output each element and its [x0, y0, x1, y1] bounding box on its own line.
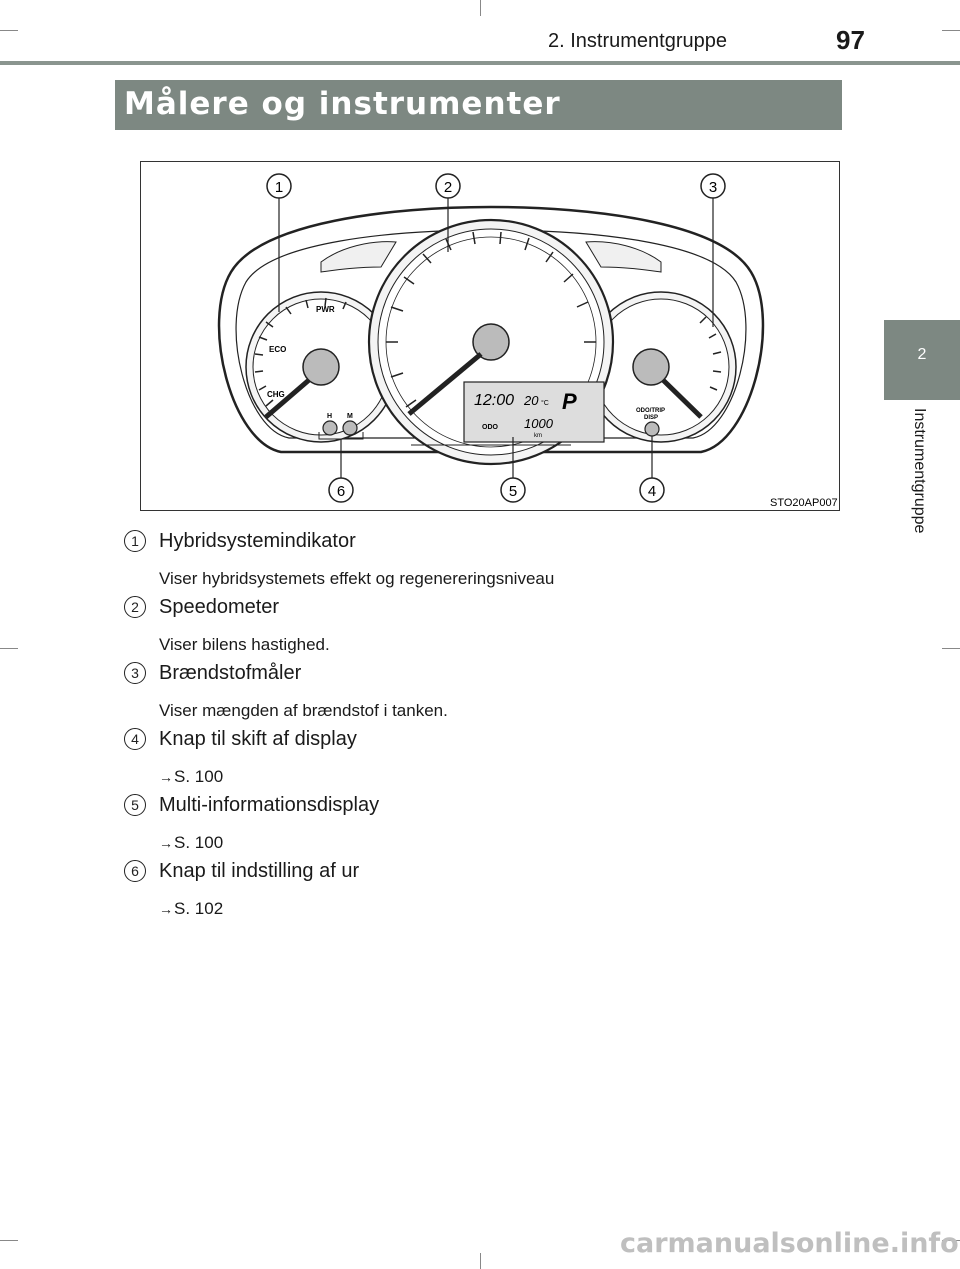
list-item: 5 Multi-informationsdisplay →S. 100 [124, 794, 844, 860]
figure-code: STO20AP007 [770, 497, 838, 509]
item-description: Viser hybridsystemets effekt og regenere… [159, 569, 555, 588]
section-banner: Målere og instrumenter [115, 80, 842, 130]
instrument-cluster-illustration: PWR ECO CHG H M ODO/TRIP DISP [217, 173, 838, 509]
item-title: Hybridsystemindikator [159, 530, 356, 552]
page-reference-text: S. 100 [174, 767, 224, 786]
chg-label: CHG [267, 390, 285, 399]
display-odo-value: 1000 [524, 416, 554, 431]
m-button[interactable] [342, 420, 358, 436]
display-temp: 20 [523, 393, 539, 408]
display-gear: P [562, 389, 577, 414]
callout-6: 6 [337, 483, 345, 500]
callout-3: 3 [709, 179, 717, 196]
item-list: 1 Hybridsystemindikator Viser hybridsyst… [124, 530, 844, 926]
chapter-tab[interactable]: 2 [884, 320, 960, 400]
page-reference[interactable]: →S. 100 [159, 767, 223, 787]
item-number-badge: 4 [124, 728, 146, 750]
h-button[interactable] [322, 420, 338, 436]
list-item: 6 Knap til indstilling af ur →S. 102 [124, 860, 844, 926]
callout-2: 2 [444, 179, 452, 196]
item-description: Viser mængden af brændstof i tanken. [159, 701, 448, 720]
item-number-badge: 1 [124, 530, 146, 552]
instrument-cluster-figure: PWR ECO CHG H M ODO/TRIP DISP [140, 161, 840, 511]
m-label: M [347, 413, 353, 420]
watermark: carmanualsonline.info [620, 1228, 959, 1259]
crop-mark [0, 30, 18, 31]
list-item: 1 Hybridsystemindikator Viser hybridsyst… [124, 530, 844, 596]
crop-mark [942, 1240, 960, 1241]
item-title: Brændstofmåler [159, 662, 302, 684]
eco-label: ECO [269, 345, 286, 354]
crop-mark [480, 1253, 481, 1269]
crop-mark [942, 648, 960, 649]
item-description: Viser bilens hastighed. [159, 635, 330, 654]
crop-mark [942, 30, 960, 31]
item-title: Knap til skift af display [159, 728, 357, 750]
display-temp-unit: °C [541, 399, 549, 407]
chapter-tab-label: Instrumentgruppe [911, 408, 928, 534]
crop-mark [480, 0, 481, 16]
page-reference[interactable]: →S. 100 [159, 833, 223, 853]
list-item: 2 Speedometer Viser bilens hastighed. [124, 596, 844, 662]
display-clock: 12:00 [474, 392, 514, 409]
odo-trip-label: ODO/TRIP [636, 408, 665, 414]
crop-mark [0, 648, 18, 649]
list-item: 3 Brændstofmåler Viser mængden af brænds… [124, 662, 844, 728]
item-number-badge: 5 [124, 794, 146, 816]
disp-label: DISP [644, 415, 658, 421]
crop-mark [0, 1240, 18, 1241]
display-odo-label: ODO [482, 424, 499, 431]
odo-trip-disp-button[interactable] [644, 421, 660, 437]
h-label: H [327, 413, 332, 420]
callout-1: 1 [275, 179, 283, 196]
arrow-right-icon: → [159, 769, 173, 785]
section-title: Målere og instrumenter [124, 86, 561, 122]
item-title: Multi-informationsdisplay [159, 794, 380, 816]
page-reference-text: S. 100 [174, 833, 224, 852]
item-title: Knap til indstilling af ur [159, 860, 360, 882]
page-reference-text: S. 102 [174, 899, 224, 918]
page-reference[interactable]: →S. 102 [159, 899, 223, 919]
display-odo-unit: km [534, 433, 542, 439]
list-item: 4 Knap til skift af display →S. 100 [124, 728, 844, 794]
page-number: 97 [836, 25, 865, 55]
arrow-right-icon: → [159, 835, 173, 851]
item-number-badge: 2 [124, 596, 146, 618]
item-title: Speedometer [159, 596, 280, 618]
item-number-badge: 3 [124, 662, 146, 684]
callout-4: 4 [648, 483, 656, 500]
chapter-title: 2. Instrumentgruppe [548, 30, 727, 52]
arrow-right-icon: → [159, 901, 173, 917]
header-divider [0, 61, 960, 65]
callout-5: 5 [509, 483, 517, 500]
item-number-badge: 6 [124, 860, 146, 882]
pwr-label: PWR [316, 305, 335, 314]
